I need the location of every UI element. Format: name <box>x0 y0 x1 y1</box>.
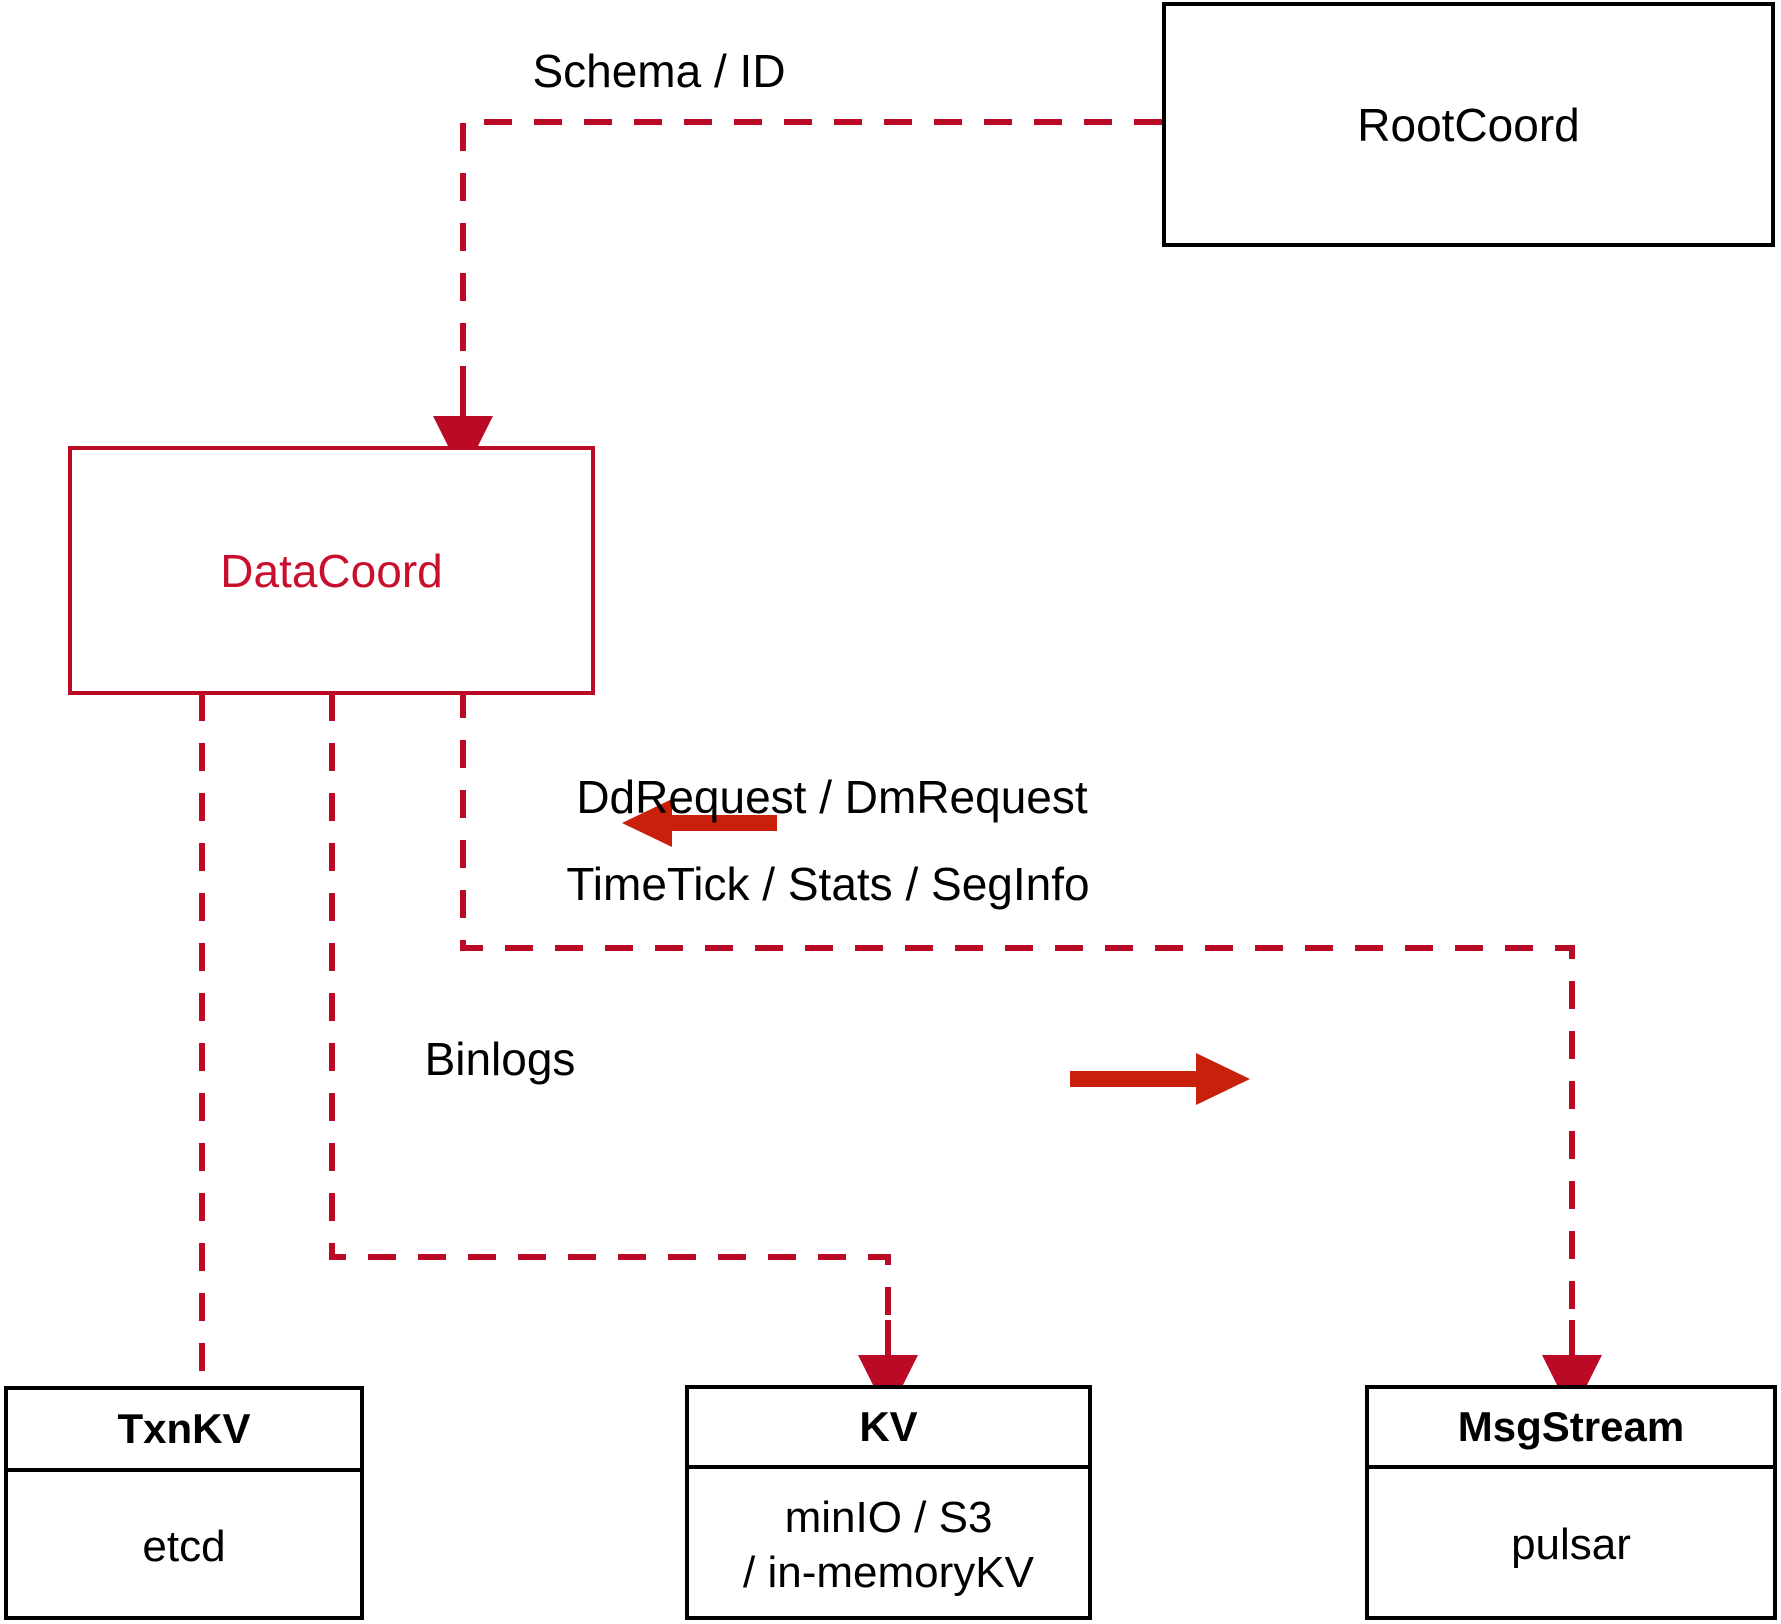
node-datacoord-title: DataCoord <box>220 544 443 597</box>
node-rootcoord-title: RootCoord <box>1357 98 1580 151</box>
node-kv-title: KV <box>859 1403 918 1450</box>
node-kv-impl-0: minIO / S3 <box>784 1492 993 1542</box>
node-datacoord[interactable]: DataCoord <box>68 446 595 695</box>
edge-label-dd-dm-request: DdRequest / DmRequest <box>576 771 1088 823</box>
node-rootcoord-body: RootCoord <box>1166 6 1771 243</box>
direction-arrow-produce <box>1070 1053 1250 1105</box>
node-kv[interactable]: KV minIO / S3 / in-memoryKV <box>685 1385 1092 1620</box>
node-kv-impl-1: / in-memoryKV <box>743 1547 1034 1597</box>
node-txnkv-title: TxnKV <box>117 1405 251 1452</box>
edge-rootcoord-to-datacoord <box>433 119 1162 476</box>
node-kv-body: minIO / S3 / in-memoryKV <box>689 1469 1088 1620</box>
node-msgstream-impl-0: pulsar <box>1511 1520 1631 1569</box>
node-kv-header: KV <box>689 1389 1088 1469</box>
node-datacoord-body: DataCoord <box>72 450 591 691</box>
node-msgstream-title: MsgStream <box>1457 1403 1685 1450</box>
edge-label-binlogs: Binlogs <box>424 1033 576 1085</box>
node-txnkv[interactable]: TxnKV etcd <box>4 1386 364 1620</box>
edge-datacoord-to-kv <box>329 693 918 1415</box>
node-txnkv-impl-0: etcd <box>142 1521 226 1571</box>
node-msgstream[interactable]: MsgStream pulsar <box>1365 1385 1777 1620</box>
node-txnkv-body: etcd <box>8 1472 360 1620</box>
edge-label-timetick-stats-seginfo: TimeTick / Stats / SegInfo <box>566 858 1090 910</box>
edge-label-schema-id: Schema / ID <box>532 45 786 97</box>
node-rootcoord[interactable]: RootCoord <box>1162 2 1775 247</box>
node-txnkv-header: TxnKV <box>8 1390 360 1472</box>
direction-arrow-consume <box>622 799 777 847</box>
node-msgstream-header: MsgStream <box>1369 1389 1773 1469</box>
node-msgstream-body: pulsar <box>1369 1469 1773 1620</box>
edge-datacoord-msgstream-channel <box>433 595 1602 1415</box>
